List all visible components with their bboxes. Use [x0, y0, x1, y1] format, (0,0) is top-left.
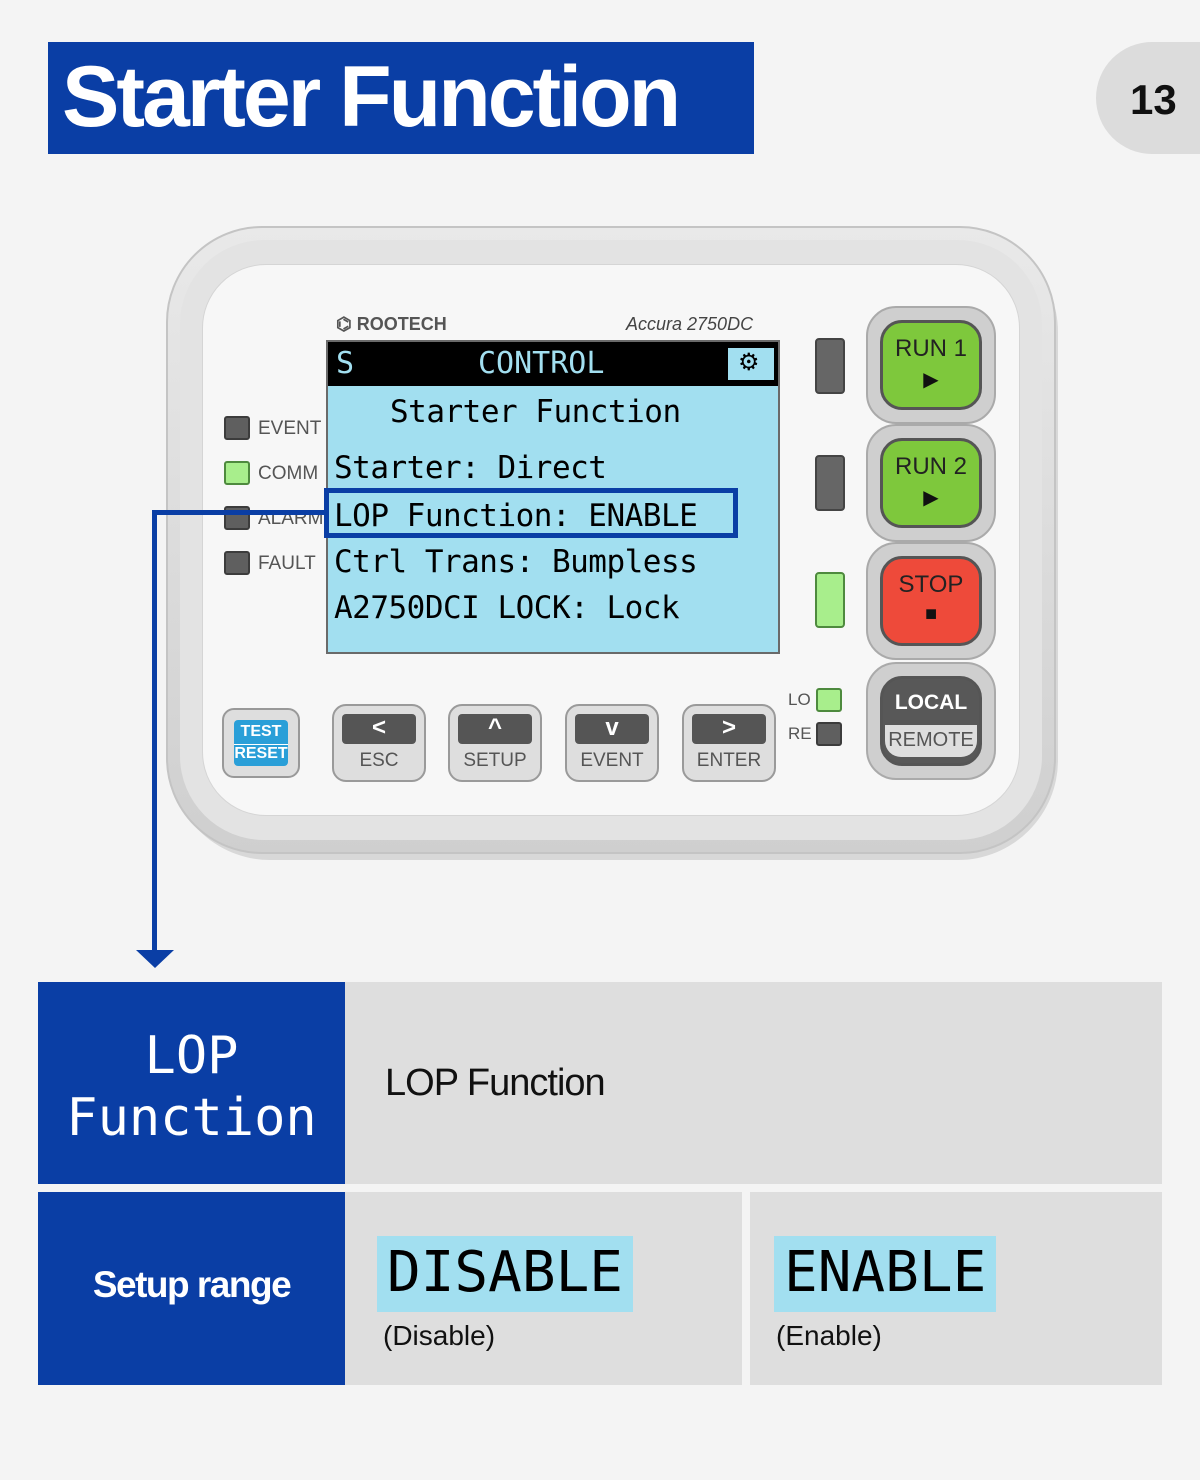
remote-label: REMOTE — [885, 725, 977, 757]
run1-label: RUN 1 — [894, 335, 967, 362]
fault-led-label: FAULT — [258, 553, 316, 574]
option-enable-lcd: ENABLE — [774, 1236, 997, 1312]
page-number: 13 — [1130, 76, 1177, 123]
local-label: LOCAL — [894, 691, 968, 714]
option-disable-caption: (Disable) — [383, 1320, 496, 1351]
chevron-down-icon: v — [605, 714, 619, 741]
chevron-up-icon: ^ — [487, 714, 502, 741]
nav-glyph-box: ^ — [458, 714, 532, 744]
lcd-line-lop-function: LOP Function: ENABLE — [334, 498, 698, 534]
run2-label: RUN 2 — [894, 453, 967, 480]
page-title-banner: Starter Function — [48, 42, 754, 154]
play-icon: ▶ — [923, 369, 939, 391]
event-button[interactable]: v EVENT — [565, 704, 659, 782]
run2-button[interactable]: RUN 2 ▶ — [866, 424, 996, 542]
lcd-line-ctrl-trans: Ctrl Trans: Bumpless — [334, 544, 698, 580]
nav-glyph-box: v — [575, 714, 649, 744]
run2-button-face: RUN 2 ▶ — [880, 438, 982, 528]
stop-button[interactable]: STOP ■ — [866, 542, 996, 660]
test-reset-face: TEST RESET — [234, 720, 288, 766]
option-enable-cell: ENABLE (Enable) — [750, 1192, 1162, 1385]
re-led — [816, 722, 842, 746]
option-disable-cell: DISABLE (Disable) — [345, 1192, 742, 1385]
event-led-label: EVENT — [258, 418, 322, 439]
lcd-gear-box: ⚙ — [728, 348, 774, 380]
option-enable-caption: (Enable) — [776, 1320, 882, 1351]
stop-square-icon: ■ — [924, 603, 938, 625]
lcd-screen-title: Starter Function — [390, 394, 681, 430]
lcd-screen: S CONTROL ⚙ Starter Function Starter: Di… — [326, 340, 780, 654]
event-label: EVENT — [580, 750, 644, 771]
stop-indicator-led — [815, 572, 845, 628]
connector-line-vertical — [152, 510, 157, 954]
chevron-left-icon: < — [371, 714, 386, 741]
brand-logo: ⌬ ROOTECH — [336, 314, 447, 334]
reset-label: RESET — [234, 744, 288, 762]
run2-indicator-led — [815, 455, 845, 511]
lcd-line-lock: A2750DCI LOCK: Lock — [334, 590, 680, 626]
page-title: Starter Function — [62, 49, 681, 145]
setup-range-label: Setup range — [92, 1264, 292, 1305]
run1-button-face: RUN 1 ▶ — [880, 320, 982, 410]
stop-button-face: STOP ■ — [880, 556, 982, 646]
lo-led-label: LO — [788, 690, 811, 709]
nav-glyph-box: > — [692, 714, 766, 744]
test-reset-button[interactable]: TEST RESET — [222, 708, 300, 778]
item-lcd-line-2: Function — [66, 1088, 317, 1148]
run1-button[interactable]: RUN 1 ▶ — [866, 306, 996, 424]
setup-range-cell: Setup range — [38, 1192, 345, 1385]
enter-button[interactable]: > ENTER — [682, 704, 776, 782]
run1-indicator-led — [815, 338, 845, 394]
enter-label: ENTER — [696, 750, 762, 771]
lcd-menu-title: CONTROL — [478, 346, 605, 381]
esc-button[interactable]: < ESC — [332, 704, 426, 782]
fault-led — [224, 551, 250, 575]
item-description-cell: LOP Function — [345, 982, 1162, 1184]
lcd-header-bar: S CONTROL ⚙ — [328, 342, 778, 386]
lcd-mode: S — [336, 346, 355, 381]
comm-led-label: COMM — [258, 463, 319, 484]
option-disable-lcd: DISABLE — [377, 1236, 634, 1312]
lcd-highlight-box — [324, 488, 738, 538]
setup-button[interactable]: ^ SETUP — [448, 704, 542, 782]
local-remote-button-face: LOCAL REMOTE — [880, 676, 982, 766]
setup-label: SETUP — [463, 750, 527, 771]
stop-label: STOP — [898, 571, 964, 598]
esc-label: ESC — [359, 750, 399, 771]
gear-icon: ⚙ — [738, 349, 760, 376]
local-remote-button[interactable]: LOCAL REMOTE — [866, 662, 996, 780]
event-led — [224, 416, 250, 440]
model-name: Accura 2750DC — [626, 314, 754, 334]
lo-led — [816, 688, 842, 712]
lcd-line-starter: Starter: Direct — [334, 450, 607, 486]
connector-line-horizontal — [152, 510, 328, 515]
re-led-label: RE — [788, 724, 812, 743]
item-lcd-line-1: LOP — [144, 1026, 239, 1086]
arrow-down-icon — [136, 950, 174, 968]
chevron-right-icon: > — [721, 714, 736, 741]
item-name-cell: LOP Function — [38, 982, 345, 1184]
comm-led — [224, 461, 250, 485]
item-description: LOP Function — [385, 1062, 606, 1104]
page-number-tab: 13 — [1096, 42, 1200, 154]
play-icon: ▶ — [923, 487, 939, 509]
test-label: TEST — [240, 723, 282, 740]
nav-glyph-box: < — [342, 714, 416, 744]
